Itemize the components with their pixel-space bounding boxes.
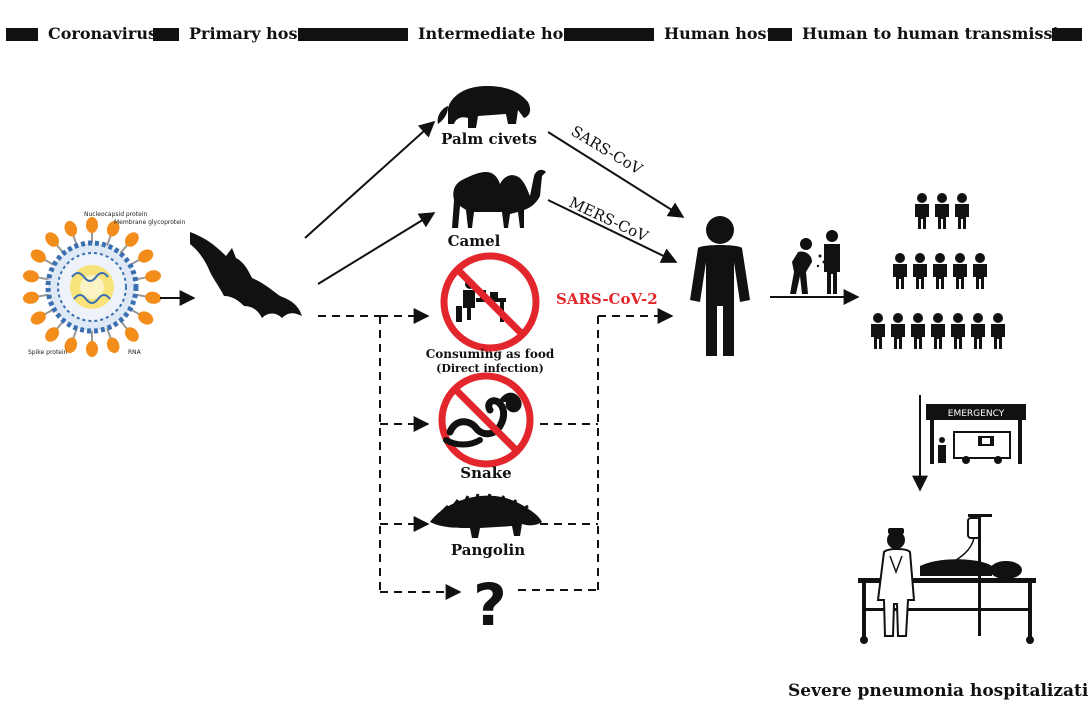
arrow-bat-to-camel [317,212,436,285]
label-sars-cov: SARS-CoV [568,122,647,179]
no-snake-icon [438,372,534,468]
coronavirus-icon [22,217,162,357]
hospital-bed-icon [858,514,1036,644]
crowd-icon [871,193,1005,349]
stage-header: Coronavirus Primary host Intermediate ho… [6,24,1082,43]
virus-label-spike: Spike protein [28,349,68,356]
dashed-branch-lines [318,308,674,600]
header-bar-5 [1052,28,1082,41]
emergency-sign: EMERGENCY [948,409,1005,419]
header-stage-human-to-human: Human to human transmission [802,24,1081,43]
arrow-civet-to-human [547,131,685,218]
label-camel: Camel [448,232,501,250]
header-bar-1 [153,28,179,41]
label-consuming-food: Consuming as food [426,347,555,361]
header-stage-primary-host: Primary host [189,24,305,43]
label-palm-civets: Palm civets [441,130,537,148]
arrow-bat-to-civet [304,120,436,239]
label-direct-infection: (Direct infection) [436,362,544,375]
virus-label-nucleocapsid: Nucleocapsid protein [84,211,147,218]
unknown-host-question-mark: ? [473,571,507,639]
caption-severe-pneumonia: Severe pneumonia hospitalization [788,681,1088,701]
bat-icon [190,232,302,318]
emergency-building-icon: EMERGENCY [926,404,1026,464]
label-mers-cov: MERS-CoV [566,193,652,246]
header-bar-4 [768,28,792,41]
virus-label-rna: RNA [128,349,142,356]
header-bar-0 [6,28,38,41]
header-stage-intermediate-host: Intermediate host [418,24,580,43]
header-bar-2 [298,28,408,41]
arrow-camel-to-human [547,199,678,263]
camel-icon [452,169,546,228]
header-stage-coronavirus: Coronavirus [48,24,157,43]
label-pangolin: Pangolin [451,541,525,559]
header-stage-human-host: Human host [664,24,775,43]
label-snake: Snake [460,464,511,482]
pangolin-icon [430,493,542,538]
human-host-icon [690,216,750,356]
coughing-people-icon [790,230,840,294]
palm-civet-icon [437,86,531,128]
header-bar-3 [564,28,654,41]
virus-label-membrane: Membrane glycoprotein [114,219,186,226]
no-eating-icon [440,252,540,352]
label-sars-cov-2: SARS-CoV-2 [556,290,658,308]
